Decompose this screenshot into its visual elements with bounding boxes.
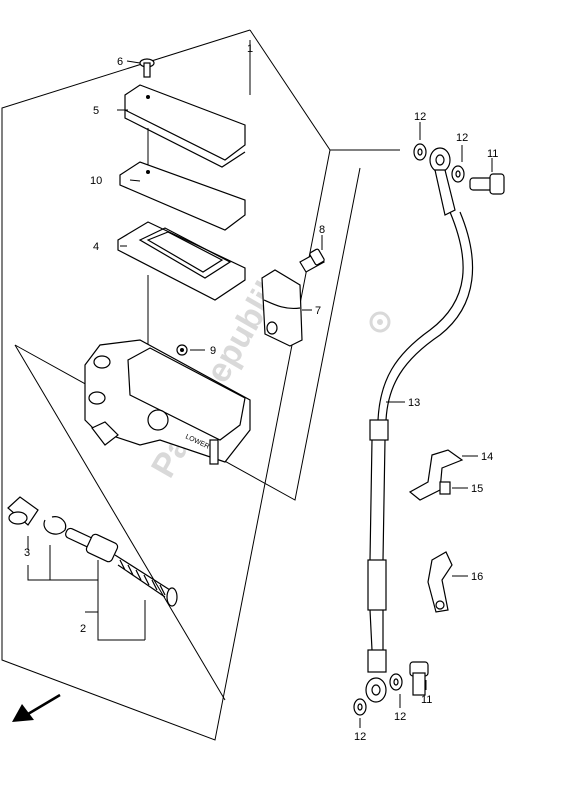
master-cylinder-body: LOWER (84, 339, 251, 465)
boot-part-3 (7, 496, 39, 526)
callout-9: 9 (210, 345, 216, 357)
hose-clamp-part-16 (427, 551, 453, 613)
plate-part-10 (119, 161, 246, 231)
arrow-down-left-icon (12, 693, 61, 722)
brake-hose-part-13 (365, 147, 474, 703)
banjo-bolt-part-11-top (469, 173, 505, 195)
callout-15: 15 (471, 483, 483, 495)
diaphragm-part-4 (117, 221, 246, 301)
callout-16: 16 (471, 571, 483, 583)
callout-12-bottom-a: 12 (394, 711, 406, 723)
assembly-outline (1, 29, 331, 741)
leader-2-bracket (27, 565, 145, 641)
callout-12-top-b: 12 (456, 132, 468, 144)
banjo-bolt-part-11-bottom (409, 661, 429, 696)
screw-part-9 (176, 344, 188, 356)
callout-8: 8 (319, 224, 325, 236)
reservoir-cap-part-5 (124, 84, 246, 168)
callout-10: 10 (90, 175, 102, 187)
callout-6: 6 (117, 56, 123, 68)
washer-part-12-bottom (389, 673, 403, 691)
callout-4: 4 (93, 241, 99, 253)
bolt-part-8 (299, 248, 325, 273)
circlip (43, 516, 67, 535)
clamp-part-7 (261, 269, 303, 347)
washer-part-12-top (413, 143, 427, 161)
callout-3: 3 (24, 547, 30, 559)
callout-1: 1 (247, 43, 253, 55)
body-outline-lower (14, 344, 226, 701)
bolt-part-15 (439, 481, 451, 495)
callout-7: 7 (315, 305, 321, 317)
callout-12-bottom-b: 12 (354, 731, 366, 743)
callout-13: 13 (408, 397, 420, 409)
callout-14: 14 (481, 451, 493, 463)
callout-2: 2 (80, 623, 86, 635)
washer-part-12-bottom-2 (353, 698, 367, 716)
callout-11-top: 11 (487, 148, 498, 160)
washer-part-12-top-2 (451, 165, 465, 183)
callout-5: 5 (93, 105, 99, 117)
leader-6 (126, 60, 141, 64)
piston-kit-part-2 (65, 527, 178, 607)
screw-part-6 (139, 58, 155, 78)
hose-bracket-part-14 (408, 449, 464, 501)
watermark-gear-icon (369, 311, 391, 333)
callout-11-bottom: 11 (421, 694, 432, 706)
leader-10 (129, 179, 141, 182)
callout-12-top-a: 12 (414, 111, 426, 123)
